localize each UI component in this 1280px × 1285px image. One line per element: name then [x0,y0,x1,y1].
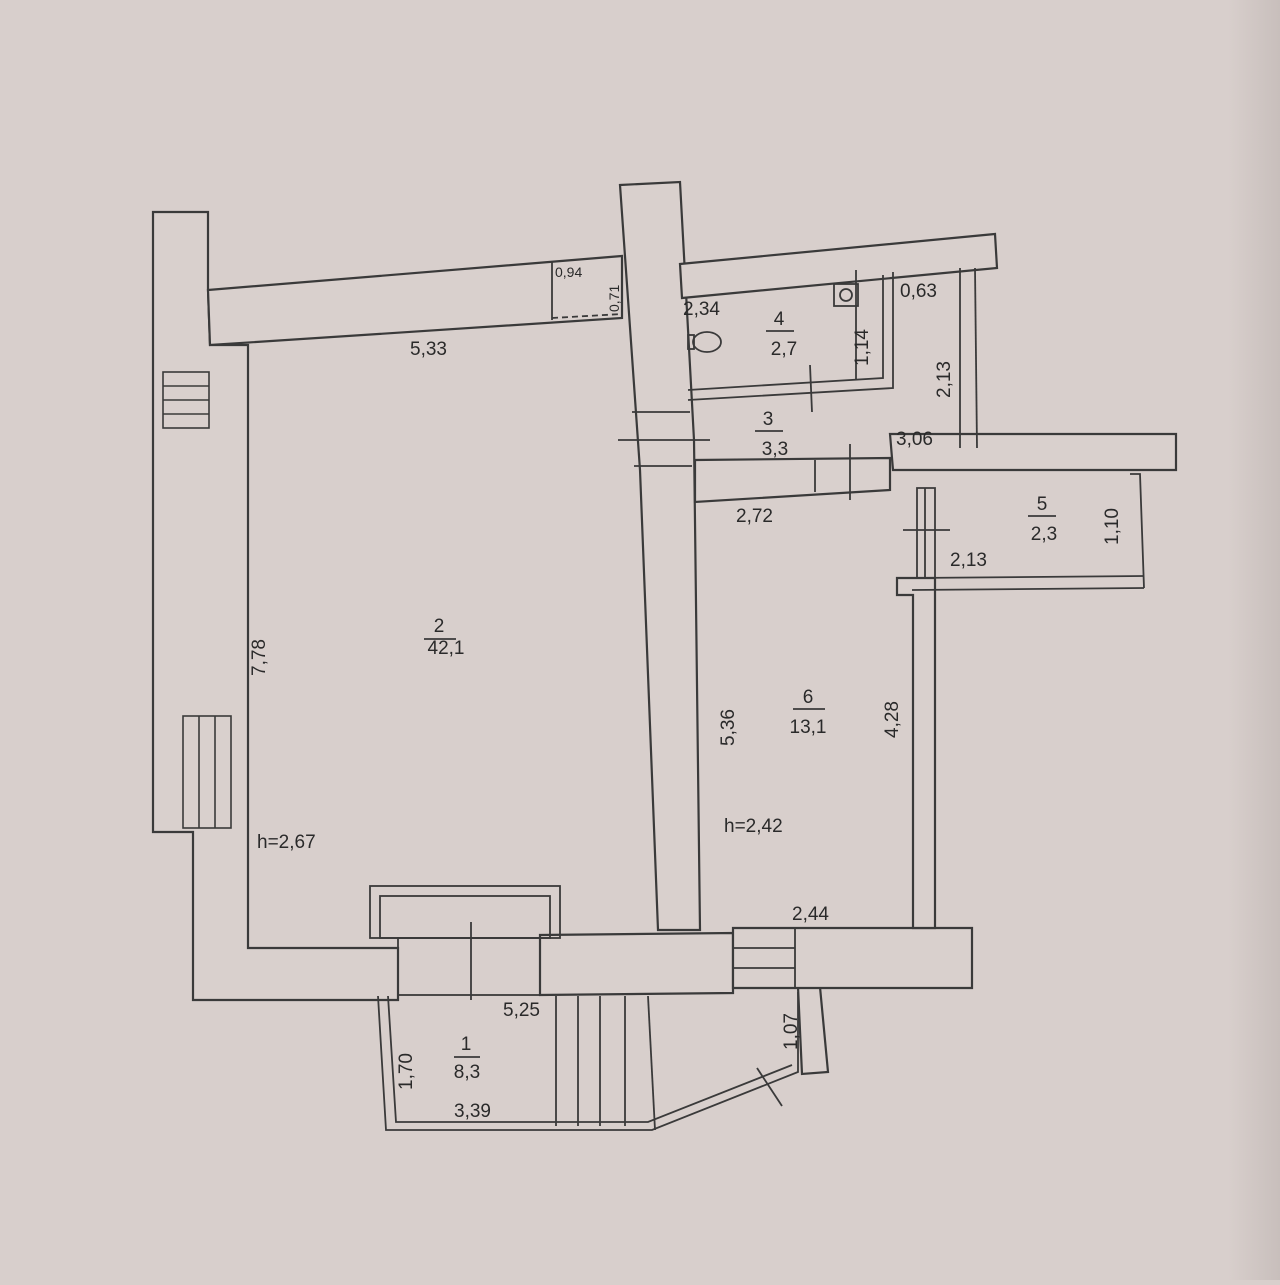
room-6-area: 13,1 [790,717,827,738]
balcony-door-bay [369,885,561,1000]
dim-1-70: 1,70 [396,1053,417,1090]
balcony-5-north-wall [888,432,1178,472]
room-3-number: 3 [763,409,774,430]
height-room-2: h=2,67 [257,832,316,853]
room-4-number: 4 [774,309,785,330]
south-wall-east [731,926,974,990]
balcony-room-1 [377,985,830,1131]
dim-3-06: 3,06 [896,429,933,450]
dim-2-44: 2,44 [792,904,829,925]
dim-7-78: 7,78 [249,639,270,676]
dim-0-71: 0,71 [606,285,622,312]
dim-1-10: 1,10 [1102,508,1123,545]
dim-2-72: 2,72 [736,506,773,527]
dim-0-63: 0,63 [900,281,937,302]
room-1-area: 8,3 [454,1062,480,1083]
room-3-area: 3,3 [762,439,788,460]
dim-4-28: 4,28 [882,701,903,738]
dim-5-33: 5,33 [410,339,447,360]
room-4-area: 2,7 [771,339,797,360]
east-wall-room-6 [895,576,937,930]
room-6-number: 6 [803,687,814,708]
room-2-number: 2 [434,616,445,637]
central-wall [618,180,702,932]
balcony-end-wall [796,985,830,1076]
sink-icon [833,283,859,307]
height-room-6: h=2,42 [724,816,783,837]
room-5-area: 2,3 [1031,524,1057,545]
south-wall-mid [538,931,735,997]
corridor-south-wall [693,456,892,504]
dim-2-34: 2,34 [683,299,720,320]
dim-1-07: 1,07 [781,1013,802,1050]
room-2-walls [151,180,735,1002]
dim-5-25: 5,25 [503,1000,540,1021]
service-rooms-walls [618,232,1178,589]
room-5-number: 5 [1037,494,1048,515]
dim-3-39: 3,39 [454,1101,491,1122]
room-2-area: 42,1 [428,638,465,659]
room-1-number: 1 [461,1034,472,1055]
window-west-lower [182,715,232,829]
dim-5-36: 5,36 [718,709,739,746]
north-wall [206,254,624,347]
room-6-walls [731,575,1145,990]
west-windows [162,371,232,829]
labels: 1 8,3 2 42,1 3 3,3 4 2,7 5 2,3 6 13,1 0,… [249,264,1123,1122]
paper-edge-shadow [1228,0,1280,1280]
dim-2-13-corridor: 2,13 [934,361,955,398]
north-wall-east [678,232,999,300]
dim-1-14: 1,14 [852,329,873,366]
dim-2-13-balcony: 2,13 [950,550,987,571]
toilet-icon [687,331,722,353]
dim-0-94: 0,94 [555,264,582,280]
